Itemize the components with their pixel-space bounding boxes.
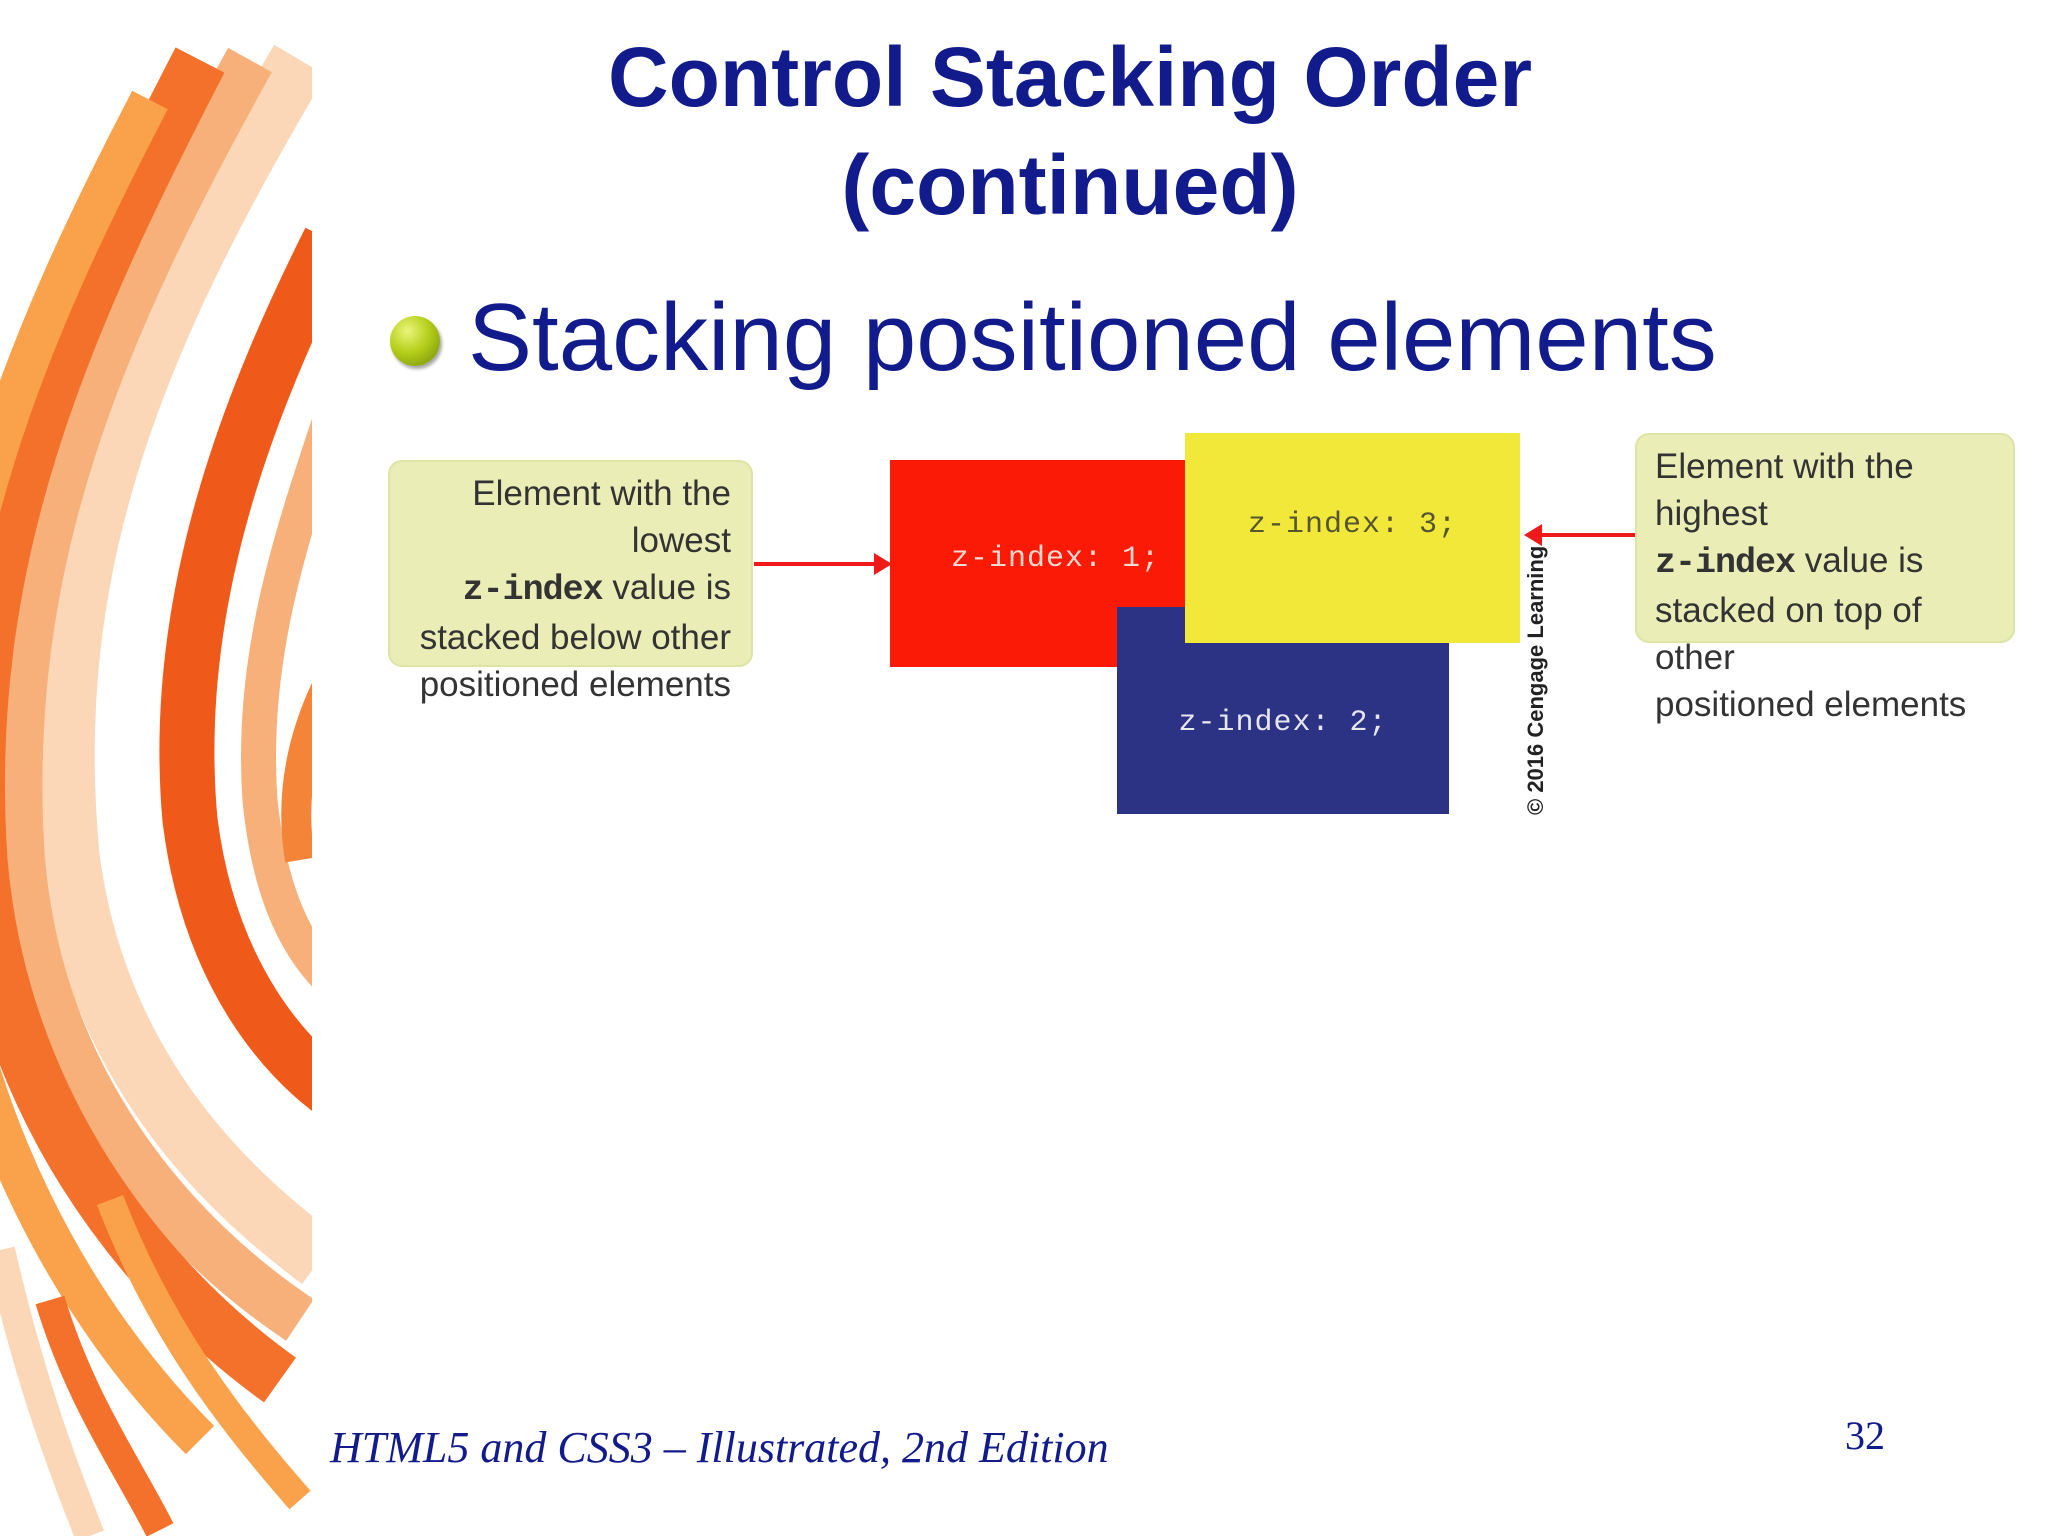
callout-lowest-z-index: Element with the lowest z-index value is… bbox=[388, 460, 753, 704]
arrow-left-pointing-icon bbox=[1524, 524, 1635, 546]
callout-right-line-1: Element with the highest bbox=[1655, 447, 1914, 533]
callout-right-line-3: stacked on top of other bbox=[1655, 591, 1922, 677]
z-index-1-label: z-index: 1; bbox=[950, 541, 1160, 576]
bullet-text: Stacking positioned elements bbox=[468, 284, 1717, 391]
footer-book-title: HTML5 and CSS3 – Illustrated, 2nd Editio… bbox=[330, 1423, 1109, 1472]
bullet-dot-icon bbox=[390, 316, 440, 366]
callout-left-line-3: stacked below other bbox=[419, 618, 731, 657]
z-index-2-label: z-index: 2; bbox=[1178, 706, 1388, 740]
copyright-notice: © 2016 Cengage Learning bbox=[1523, 545, 1548, 815]
slide-title-line-2: (continued) bbox=[841, 138, 1299, 232]
callout-highest-z-index: Element with the highest z-index value i… bbox=[1635, 433, 2015, 724]
callout-left-code: z-index bbox=[462, 570, 604, 610]
callout-left-line-2: value is bbox=[602, 568, 731, 607]
slide-title-line-1: Control Stacking Order bbox=[607, 30, 1533, 124]
callout-right-code: z-index bbox=[1655, 543, 1796, 583]
callout-right-line-2: value is bbox=[1795, 541, 1924, 580]
callout-left-line-4: positioned elements bbox=[419, 665, 731, 704]
decorative-swoosh-graphic bbox=[0, 0, 320, 1536]
callout-right-line-4: positioned elements bbox=[1655, 685, 1967, 724]
page-number: 32 bbox=[1845, 1413, 1885, 1458]
z-index-3-box: z-index: 3; bbox=[1185, 433, 1520, 643]
stacking-order-figure: Element with the lowest z-index value is… bbox=[380, 425, 2020, 825]
callout-left-line-1: Element with the lowest bbox=[472, 474, 731, 560]
z-index-3-label: z-index: 3; bbox=[1247, 508, 1458, 542]
bullet-item: Stacking positioned elements bbox=[390, 278, 1717, 398]
arrow-right-pointing-icon bbox=[754, 553, 892, 575]
